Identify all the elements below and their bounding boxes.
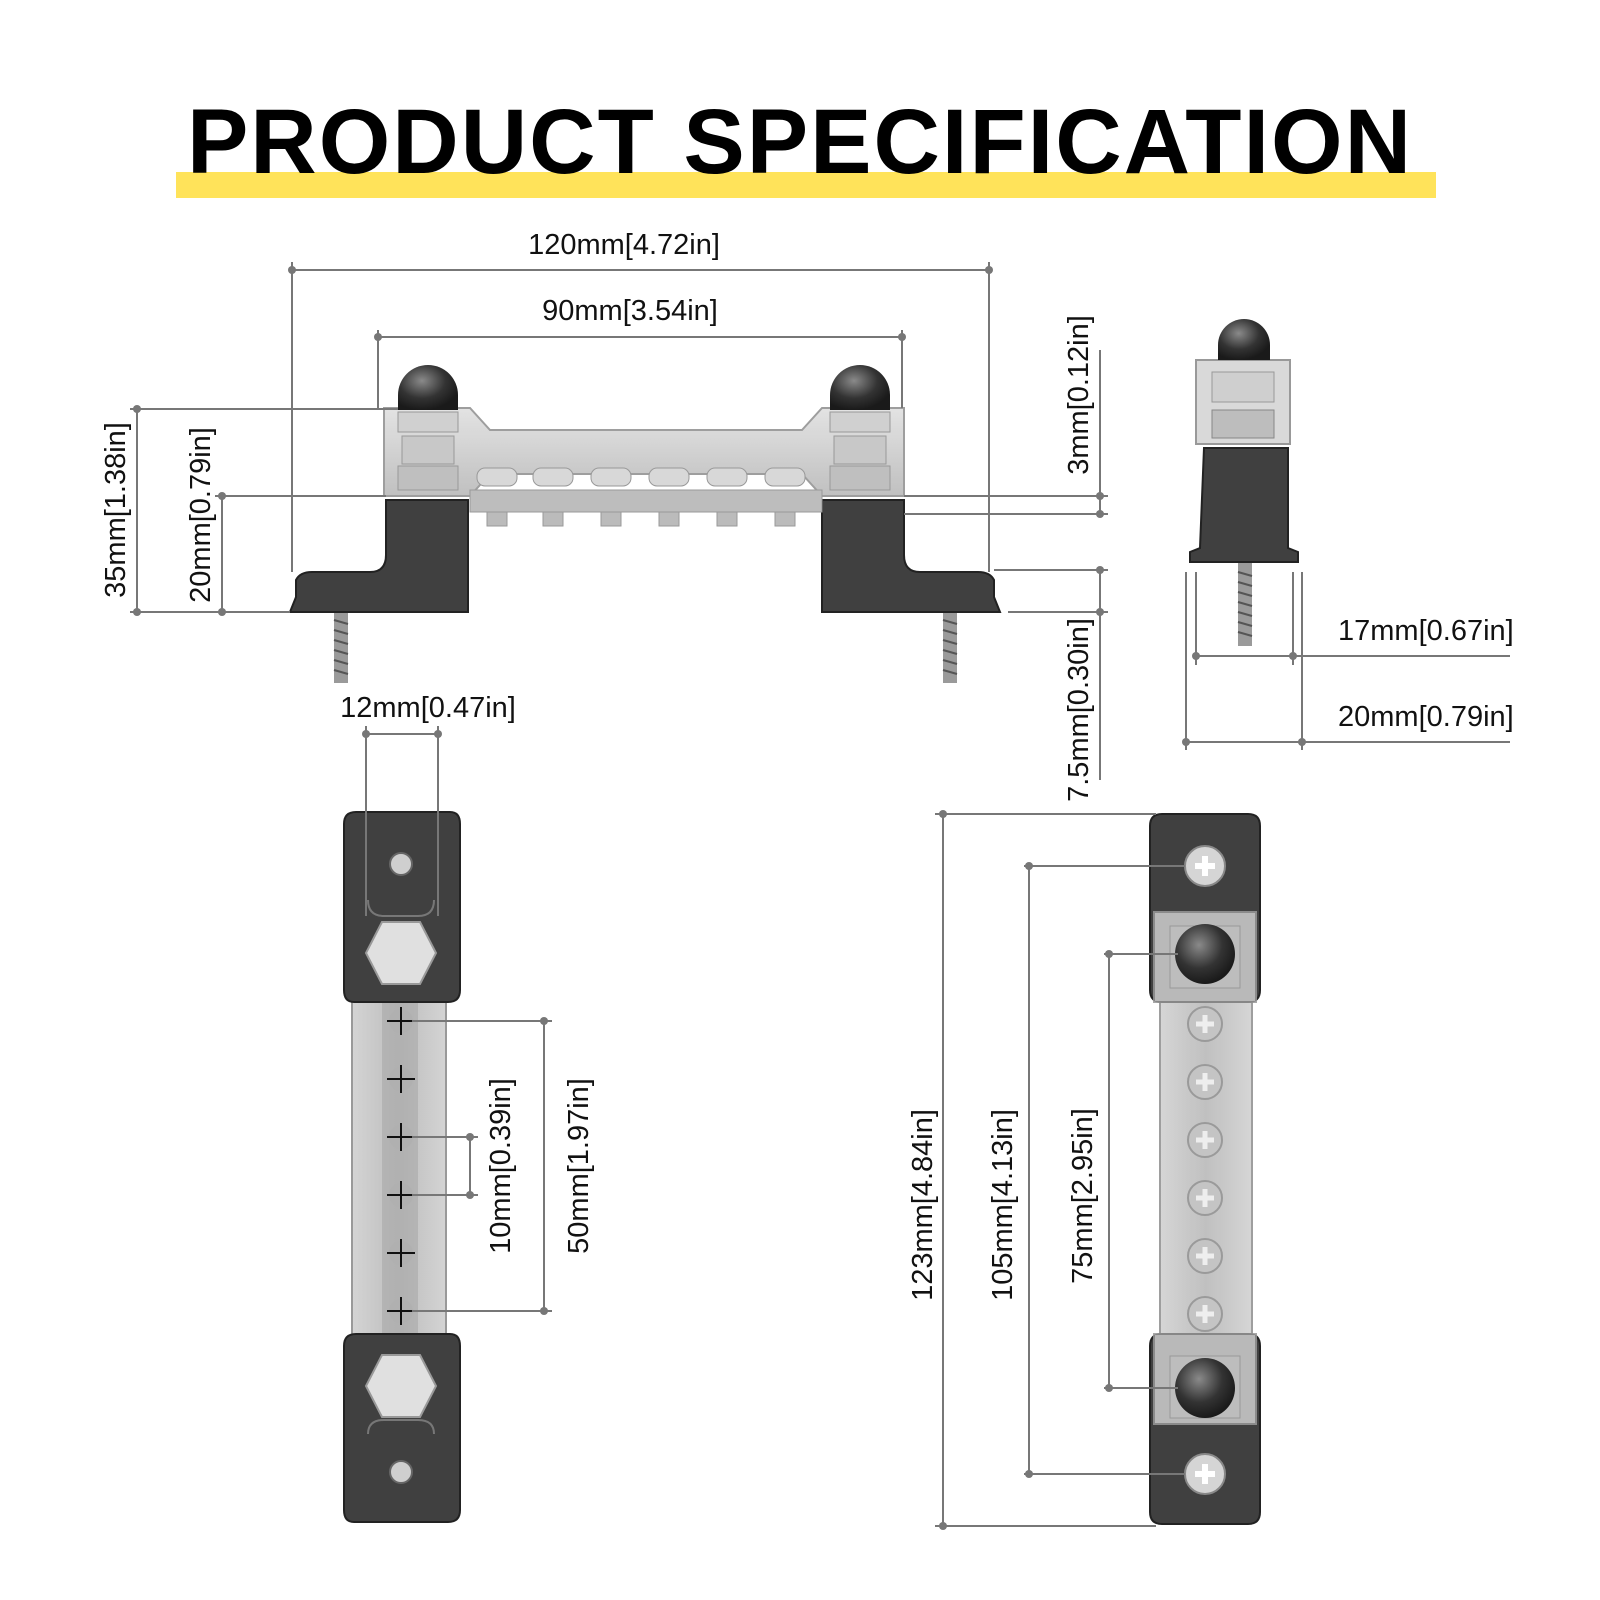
label-top-overall-length: 123mm[4.84in] <box>907 1109 939 1301</box>
front-bus-bar <box>383 407 905 497</box>
label-overall-length: 120mm[4.72in] <box>528 229 720 261</box>
bottom-bottom-hex-nut <box>364 1354 438 1418</box>
front-terminal-screw <box>532 467 574 527</box>
dim-front-overall-height: 35mm[1.38in] <box>100 405 398 616</box>
dim-top-overall-length: 123mm[4.84in] <box>907 810 1156 1530</box>
top-top-stud-cap <box>1175 924 1235 984</box>
label-mount-hole-spacing: 105mm[4.13in] <box>987 1109 1019 1301</box>
top-terminal-screw <box>1187 1238 1223 1274</box>
top-terminal-screw <box>1187 1180 1223 1216</box>
side-housing <box>1189 447 1299 563</box>
top-top-mount-screw <box>1184 845 1226 887</box>
label-base-height: 20mm[0.79in] <box>185 427 217 603</box>
front-terminal-screws <box>476 467 806 527</box>
dim-front-bar-thickness: 3mm[0.12in] <box>904 315 1108 518</box>
dim-bottom-width: 12mm[0.47in] <box>340 692 516 916</box>
front-right-screw <box>942 613 958 683</box>
front-left-stud-cap <box>398 365 458 410</box>
front-right-housing <box>821 499 1002 613</box>
dim-front-base-height: 20mm[0.79in] <box>185 427 386 616</box>
label-side-outer-width: 20mm[0.79in] <box>1338 701 1514 733</box>
side-screw <box>1237 562 1253 646</box>
bottom-top-mount-hole <box>389 852 413 876</box>
top-terminal-screw <box>1187 1064 1223 1100</box>
top-bottom-stud-cap <box>1175 1358 1235 1418</box>
bottom-bottom-mount-hole <box>389 1460 413 1484</box>
dim-top-mount-hole-spacing: 105mm[4.13in] <box>987 862 1185 1478</box>
bottom-terminal-cross <box>387 1181 415 1209</box>
bottom-terminal-cross <box>387 1123 415 1151</box>
bottom-top-hex-nut <box>364 921 438 985</box>
label-top-stud-spacing: 75mm[2.95in] <box>1067 1108 1099 1284</box>
title-highlight-bar <box>176 172 1436 198</box>
dim-front-overall-length: 120mm[4.72in] <box>288 229 993 572</box>
front-terminal-screw <box>476 467 518 527</box>
bottom-terminal-cross <box>387 1239 415 1267</box>
side-view: 17mm[0.67in] 20mm[0.79in] <box>1182 319 1514 750</box>
bottom-terminal-cross <box>387 1065 415 1093</box>
label-bottom-width: 12mm[0.47in] <box>340 692 516 724</box>
front-terminal-screw <box>706 467 748 527</box>
front-terminal-screw <box>648 467 690 527</box>
dim-front-foot-thickness: 7.5mm[0.30in] <box>994 566 1108 802</box>
top-view: 123mm[4.84in] 105mm[4.13in] 75mm[2.95in] <box>907 810 1261 1530</box>
label-bar-thickness: 3mm[0.12in] <box>1063 315 1095 475</box>
label-foot-thickness: 7.5mm[0.30in] <box>1063 618 1095 802</box>
dim-side-outer-width: 20mm[0.79in] <box>1182 572 1514 750</box>
dim-side-inner-width: 17mm[0.67in] <box>1192 572 1514 665</box>
top-terminal-screw <box>1187 1006 1223 1042</box>
label-terminal-span: 50mm[1.97in] <box>563 1078 595 1254</box>
top-terminal-screws <box>1187 1006 1223 1332</box>
bottom-terminal-cross <box>387 1297 415 1325</box>
dim-bottom-terminal-span: 50mm[1.97in] <box>412 1017 595 1315</box>
dim-bottom-terminal-pitch: 10mm[0.39in] <box>412 1078 517 1254</box>
label-terminal-pitch: 10mm[0.39in] <box>485 1078 517 1254</box>
dim-front-stud-spacing: 90mm[3.54in] <box>374 295 906 408</box>
front-left-housing <box>288 499 469 613</box>
front-terminal-screw <box>764 467 806 527</box>
front-view: 120mm[4.72in] 90mm[3.54in] 35mm[1.38in] … <box>100 229 1108 802</box>
label-overall-height: 35mm[1.38in] <box>100 422 132 598</box>
page-title: PRODUCT SPECIFICATION <box>186 91 1414 193</box>
front-right-stud-cap <box>830 365 890 410</box>
bottom-view: 12mm[0.47in] 10mm[0.39in] 50mm[1.97in] <box>340 692 595 1523</box>
bottom-terminal-screws <box>387 1007 415 1325</box>
side-stud-cap <box>1218 319 1270 360</box>
top-terminal-screw <box>1187 1122 1223 1158</box>
label-side-inner-width: 17mm[0.67in] <box>1338 615 1514 647</box>
front-left-screw <box>333 613 349 683</box>
top-bottom-mount-screw <box>1184 1453 1226 1495</box>
bottom-terminal-cross <box>387 1007 415 1035</box>
label-stud-spacing: 90mm[3.54in] <box>542 295 718 327</box>
top-terminal-screw <box>1187 1296 1223 1332</box>
title-section: PRODUCT SPECIFICATION <box>0 0 1600 220</box>
dim-top-stud-spacing: 75mm[2.95in] <box>1067 950 1178 1392</box>
front-terminal-screw <box>590 467 632 527</box>
